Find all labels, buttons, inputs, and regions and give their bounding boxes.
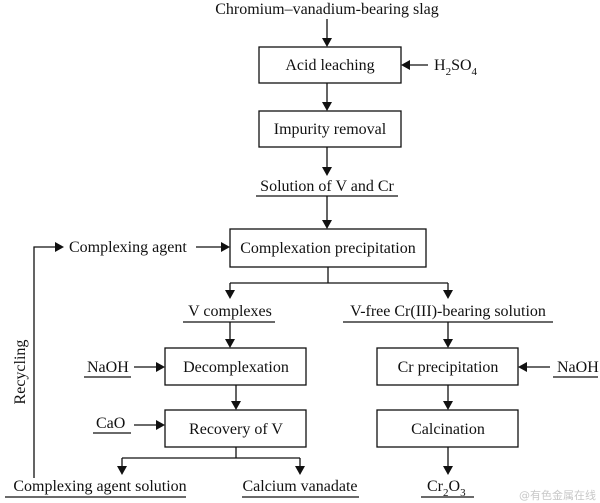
naoh-left-label: NaOH [87,359,129,376]
v-free-cr-label: V-free Cr(III)-bearing solution [350,303,546,320]
h2so4-label: H2SO4 [434,57,478,78]
solution-v-cr-label: Solution of V and Cr [260,178,394,195]
recycling-loop-line [33,246,55,478]
calcination-label: Calcination [411,421,485,438]
complexation-precipitation-box [229,228,427,268]
source-label: Chromium–vanadium-bearing slag [215,1,439,18]
arrowhead [231,401,241,410]
recovery-v-label: Recovery of V [189,421,283,438]
cr2o3-label: Cr2O3 [427,478,466,499]
arrowhead [443,401,453,410]
arrowhead [221,242,230,252]
complexing-agent-solution-label: Complexing agent solution [13,478,186,495]
calcination-box [376,409,519,448]
naoh-right-label: NaOH [557,359,599,376]
cr-precipitation-label: Cr precipitation [398,359,499,376]
arrowhead [225,339,235,348]
arrowhead [117,466,127,475]
decomplexation-label: Decomplexation [183,359,289,376]
recovery-v-box [164,409,307,448]
acid-leaching-label: Acid leaching [285,57,374,74]
arrowhead [401,60,410,70]
arrowhead [322,220,332,229]
calcium-vanadate-label: Calcium vanadate [242,478,357,495]
arrowhead [156,362,165,372]
arrowhead [443,290,453,299]
arrowhead [295,466,305,475]
arrowhead [322,102,332,111]
watermark: @有色金属在线 [519,488,596,502]
recycling-label: Recycling [12,340,29,405]
arrowhead [55,242,64,252]
impurity-removal-box [258,110,402,148]
arrowhead [518,362,527,372]
complexing-agent-label: Complexing agent [69,239,187,256]
impurity-removal-label: Impurity removal [274,121,387,138]
arrowhead [225,290,235,299]
cao-label: CaO [96,415,125,432]
v-complexes-label: V complexes [188,303,272,320]
arrowhead [322,38,332,47]
complexation-precipitation-label: Complexation precipitation [240,240,416,257]
decomplexation-box [164,347,307,386]
arrowhead [443,466,453,475]
cr-precipitation-box [376,347,519,386]
arrowhead [322,167,332,176]
arrowhead [156,420,165,430]
arrowhead [443,339,453,348]
